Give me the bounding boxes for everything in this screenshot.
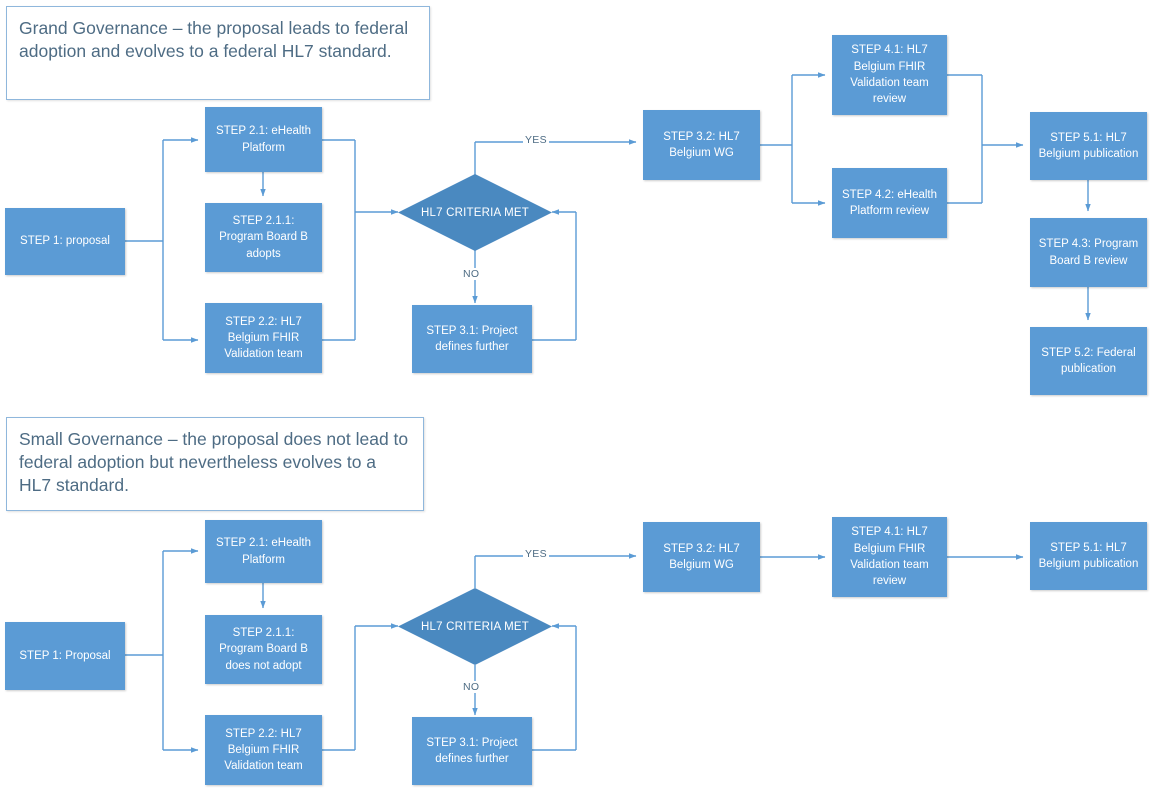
node-small-step3-2[interactable]: STEP 3.2: HL7 Belgium WG [643,522,760,592]
callout-small-governance-text: Small Governance – the proposal does not… [19,429,409,496]
node-grand-step4-2-label: STEP 4.2: eHealth Platform review [841,188,938,217]
decision-grand-hl7-criteria-label: HL7 CRITERIA MET [421,206,529,219]
node-grand-step5-1[interactable]: STEP 5.1: HL7 Belgium publication [1030,112,1147,180]
node-grand-step4-1-label: STEP 4.1: HL7 Belgium FHIR Validation te… [850,44,929,106]
node-small-step1-label: STEP 1: Proposal [19,649,111,662]
node-grand-step2-1-1[interactable]: STEP 2.1.1: Program Board B adopts [205,203,322,272]
node-grand-step4-1[interactable]: STEP 4.1: HL7 Belgium FHIR Validation te… [832,35,947,115]
decision-small-hl7-criteria[interactable]: HL7 CRITERIA MET [398,588,552,665]
node-grand-step1[interactable]: STEP 1: proposal [5,208,125,275]
node-grand-step5-2-label: STEP 5.2: Federal publication [1041,346,1136,375]
node-small-step2-1-label: STEP 2.1: eHealth Platform [215,537,312,566]
node-grand-step2-1[interactable]: STEP 2.1: eHealth Platform [205,107,322,172]
node-grand-step4-3[interactable]: STEP 4.3: Program Board B review [1030,218,1147,287]
node-small-step2-1-1-label: STEP 2.1.1: Program Board B does not ado… [219,627,308,672]
node-small-step3-2-label: STEP 3.2: HL7 Belgium WG [663,542,740,571]
node-small-step4-1-label: STEP 4.1: HL7 Belgium FHIR Validation te… [850,526,929,588]
node-grand-step2-1-1-label: STEP 2.1.1: Program Board B adopts [219,215,308,260]
node-grand-step5-1-label: STEP 5.1: HL7 Belgium publication [1038,131,1139,160]
node-grand-step2-2[interactable]: STEP 2.2: HL7 Belgium FHIR Validation te… [205,303,322,373]
node-grand-step4-3-label: STEP 4.3: Program Board B review [1038,238,1139,267]
edge-label-small-yes: YES [523,548,549,560]
callout-grand-governance: Grand Governance – the proposal leads to… [6,6,430,100]
node-small-step1[interactable]: STEP 1: Proposal [5,622,125,690]
node-small-step3-1-label: STEP 3.1: Project defines further [426,736,518,765]
node-small-step2-2-label: STEP 2.2: HL7 Belgium FHIR Validation te… [224,727,303,773]
node-small-step2-1[interactable]: STEP 2.1: eHealth Platform [205,520,322,583]
node-grand-step3-2-label: STEP 3.2: HL7 Belgium WG [663,130,740,159]
node-grand-step5-2[interactable]: STEP 5.2: Federal publication [1030,327,1147,395]
node-grand-step2-2-label: STEP 2.2: HL7 Belgium FHIR Validation te… [224,315,303,361]
decision-grand-hl7-criteria[interactable]: HL7 CRITERIA MET [398,174,552,251]
decision-small-hl7-criteria-label: HL7 CRITERIA MET [421,620,529,633]
callout-grand-governance-text: Grand Governance – the proposal leads to… [19,18,409,62]
node-small-step5-1[interactable]: STEP 5.1: HL7 Belgium publication [1030,522,1147,590]
node-small-step5-1-label: STEP 5.1: HL7 Belgium publication [1038,541,1139,570]
node-small-step3-1[interactable]: STEP 3.1: Project defines further [412,717,532,785]
edge-label-grand-no: NO [461,268,482,280]
node-grand-step2-1-label: STEP 2.1: eHealth Platform [215,125,312,154]
edge-label-grand-yes: YES [523,134,549,146]
node-small-step2-1-1[interactable]: STEP 2.1.1: Program Board B does not ado… [205,615,322,684]
callout-small-governance: Small Governance – the proposal does not… [6,417,424,511]
node-grand-step1-label: STEP 1: proposal [20,235,110,248]
node-grand-step3-1[interactable]: STEP 3.1: Project defines further [412,305,532,373]
edge-label-small-no: NO [461,681,482,693]
node-small-step4-1[interactable]: STEP 4.1: HL7 Belgium FHIR Validation te… [832,517,947,597]
node-grand-step4-2[interactable]: STEP 4.2: eHealth Platform review [832,168,947,238]
node-grand-step3-2[interactable]: STEP 3.2: HL7 Belgium WG [643,110,760,180]
node-small-step2-2[interactable]: STEP 2.2: HL7 Belgium FHIR Validation te… [205,715,322,785]
node-grand-step3-1-label: STEP 3.1: Project defines further [426,324,518,353]
